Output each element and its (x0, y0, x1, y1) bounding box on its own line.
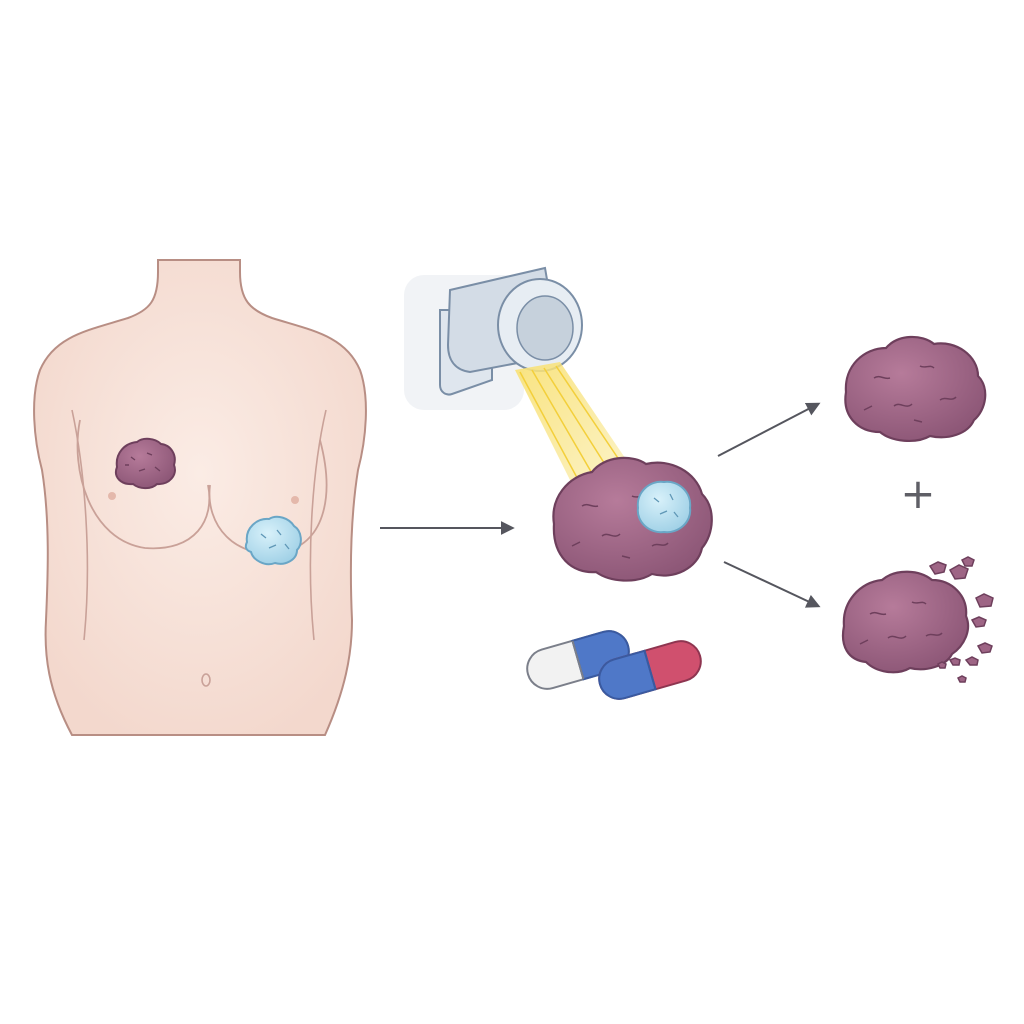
cancer-cell-icon (636, 480, 692, 534)
medication-capsules-icon (526, 630, 702, 700)
female-torso-icon (33, 259, 367, 736)
arrow-right-icon (723, 561, 821, 608)
plus-sign: + (900, 469, 936, 518)
radiation-emitter-icon (404, 266, 583, 410)
arrow-right-icon (717, 402, 821, 457)
cancer-cell-icon (244, 515, 302, 566)
tumor-mass-icon (115, 437, 176, 490)
tumor-fragments (928, 556, 994, 683)
remaining-tumor-icon (844, 335, 987, 442)
disintegrating-tumor-icon (841, 556, 994, 683)
nipple-left (108, 492, 116, 500)
nipple-right (291, 496, 299, 504)
treated-tumor (552, 456, 713, 582)
navel (201, 673, 211, 687)
